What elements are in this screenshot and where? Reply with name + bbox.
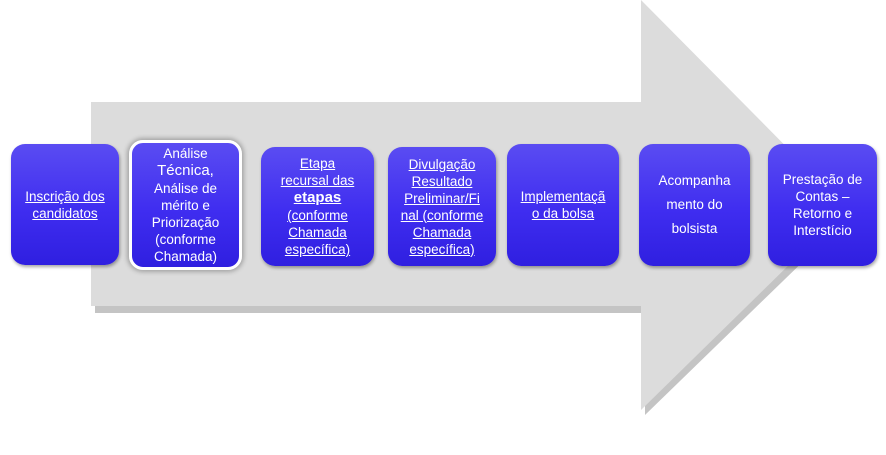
step-analise-comma: , [209, 162, 214, 179]
step-inscricao[interactable]: Inscrição dos candidatos [11, 144, 119, 265]
step-prestacao-label: Prestação de Contas – Retorno e Interstí… [782, 172, 863, 238]
step-recursal-line2[interactable]: etapas [293, 189, 342, 206]
step-analise-line2: Técnica, [157, 162, 214, 180]
step-prestacao-contas: Prestação de Contas – Retorno e Interstí… [768, 144, 877, 266]
step-implementacao[interactable]: Implementaçã o da bolsa [507, 144, 619, 266]
step-implementacao-label[interactable]: Implementaçã o da bolsa [520, 189, 606, 221]
step-analise-tecnica-word: Técnica [157, 162, 210, 179]
step-analise-line3: Análise de mérito e Priorização (conform… [151, 181, 220, 264]
step-analise-line1: Análise [163, 146, 208, 161]
step-etapa-recursal[interactable]: Etapa recursal das etapas (conforme Cham… [261, 147, 374, 266]
step-acompanhamento-label: Acompanha mento do bolsista [658, 173, 731, 236]
step-recursal-line1[interactable]: Etapa recursal das [280, 156, 355, 188]
step-divulgacao[interactable]: Divulgação Resultado Preliminar/Fi nal (… [388, 147, 496, 266]
step-analise-tecnica: Análise Técnica, Análise de mérito e Pri… [129, 140, 242, 270]
step-recursal-line3[interactable]: (conforme Chamada específica) [284, 208, 351, 257]
step-inscricao-label[interactable]: Inscrição dos candidatos [25, 188, 105, 221]
step-acompanhamento: Acompanha mento do bolsista [639, 144, 750, 266]
step-divulgacao-label[interactable]: Divulgação Resultado Preliminar/Fi nal (… [400, 156, 484, 257]
